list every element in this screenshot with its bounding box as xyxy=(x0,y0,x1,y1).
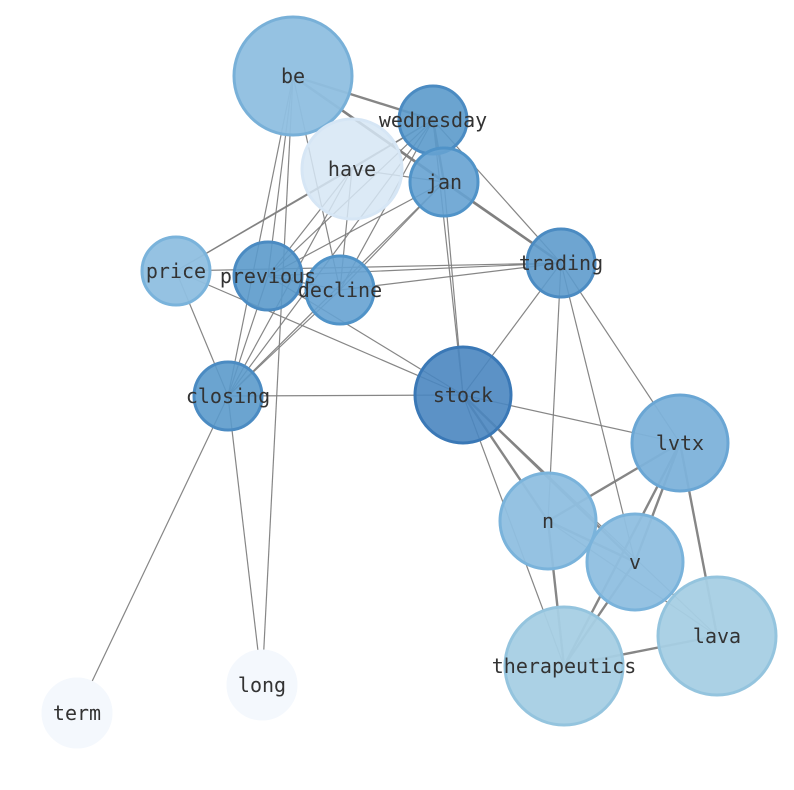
edge-be-long xyxy=(261,75,294,686)
node-label-decline: decline xyxy=(298,278,382,302)
node-jan xyxy=(408,146,480,218)
node-long xyxy=(226,649,298,721)
node-label-have: have xyxy=(328,157,376,181)
node-label-long: long xyxy=(238,673,286,697)
node-price xyxy=(140,235,212,307)
node-label-wednesday: wednesday xyxy=(379,108,487,132)
node-label-price: price xyxy=(146,259,206,283)
node-label-term: term xyxy=(53,701,101,725)
node-closing xyxy=(192,360,264,432)
edge-closing-long xyxy=(227,395,263,686)
node-label-jan: jan xyxy=(426,170,462,194)
node-lvtx xyxy=(630,393,730,493)
node-therapeutics xyxy=(503,605,625,727)
node-n xyxy=(498,471,598,571)
edge-price-stock xyxy=(175,270,464,396)
node-lava xyxy=(656,575,778,697)
node-label-lava: lava xyxy=(693,624,741,648)
edge-closing-term xyxy=(76,395,229,714)
node-label-stock: stock xyxy=(433,383,493,407)
edge-trading-v xyxy=(560,262,636,563)
node-label-v: v xyxy=(629,550,641,574)
node-have xyxy=(300,117,404,221)
node-previous xyxy=(232,240,304,312)
node-stock xyxy=(413,345,513,445)
node-decline xyxy=(304,254,376,326)
node-label-therapeutics: therapeutics xyxy=(492,654,637,678)
edge-decline-trading xyxy=(339,262,562,291)
node-term xyxy=(41,677,113,749)
node-be xyxy=(232,15,354,137)
node-v xyxy=(585,512,685,612)
node-label-lvtx: lvtx xyxy=(656,431,704,455)
node-label-trading: trading xyxy=(519,251,603,275)
node-label-closing: closing xyxy=(186,384,270,408)
node-label-n: n xyxy=(542,509,554,533)
node-label-be: be xyxy=(281,64,305,88)
node-label-previous: previous xyxy=(220,264,316,288)
node-layer xyxy=(41,15,778,749)
node-trading xyxy=(525,227,597,299)
